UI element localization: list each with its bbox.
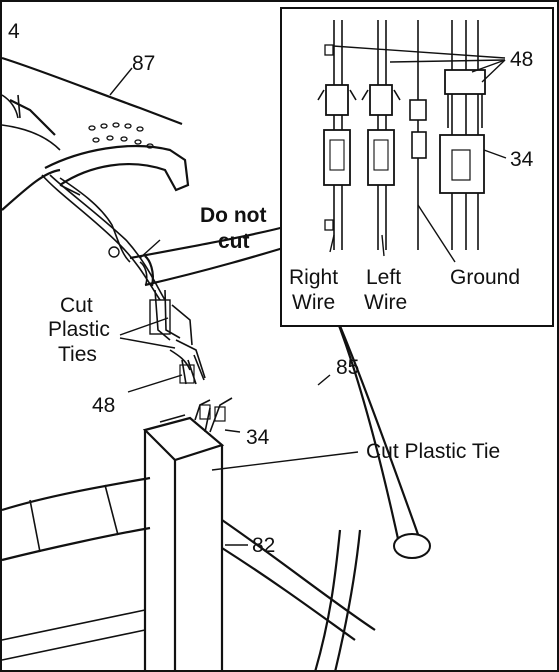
connector-inset <box>280 7 554 327</box>
label-part-82: 82 <box>252 534 275 557</box>
label-cut-ties-line1: Cut <box>60 294 93 317</box>
label-do-not-cut-line1: Do not <box>200 204 266 227</box>
label-part-85: 85 <box>336 356 359 379</box>
label-part-34: 34 <box>246 426 270 449</box>
inset-label-left-wire-line2: Wire <box>364 291 407 314</box>
upright-82 <box>142 397 233 672</box>
base-frame <box>1 476 376 672</box>
inset-label-48: 48 <box>510 48 533 71</box>
label-cut-ties-line3: Ties <box>58 343 97 366</box>
label-part-87: 87 <box>132 52 155 75</box>
inset-label-right-wire-line1: Right <box>289 266 338 289</box>
cut-ties-assembly <box>149 299 206 385</box>
inset-label-left-wire-line1: Left <box>366 266 401 289</box>
leader-lines <box>109 67 359 546</box>
label-cut-plastic-tie: Cut Plastic Tie <box>366 440 500 463</box>
inset-label-ground: Ground <box>450 266 520 289</box>
step-number: 4 <box>8 20 20 43</box>
inset-label-right-wire-line2: Wire <box>292 291 335 314</box>
label-cut-ties-line2: Plastic <box>48 318 110 341</box>
label-part-48: 48 <box>92 394 115 417</box>
handrail-87 <box>1 56 190 211</box>
label-do-not-cut-line2: cut <box>218 230 250 253</box>
inset-label-34: 34 <box>510 148 534 171</box>
